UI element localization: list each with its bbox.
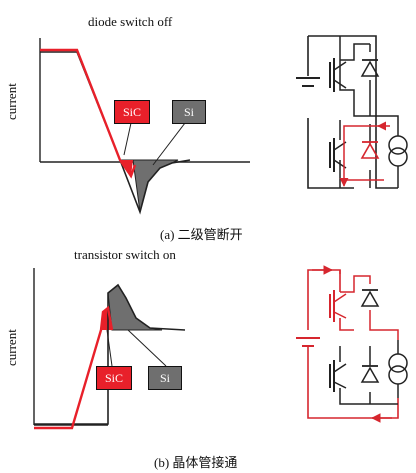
panel-a-current-source (388, 124, 408, 188)
panel-b-si-area (107, 284, 163, 331)
panel-b-current-source (388, 340, 408, 398)
panel-a-upper-leg-wiring (339, 36, 399, 124)
panel-a-upper-igbt (329, 58, 347, 92)
panel-b-caption: (b) 晶体管接通 (154, 455, 238, 470)
panel-b-waveform (33, 268, 186, 430)
panel-b-upper-igbt (329, 290, 347, 322)
panel-a-sic-curve (40, 48, 137, 179)
panel-a-circuit (296, 35, 408, 189)
panel-a-upper-diode (360, 59, 380, 77)
panel-b-upper-leg-wiring (339, 270, 399, 340)
panel-a-si-leader (152, 122, 186, 166)
panel-a-lower-leg-wiring (339, 120, 371, 188)
panel-b-sic-tag: SiC (96, 366, 132, 390)
panel-a-waveform (39, 38, 250, 215)
panel-b-si-curve (34, 283, 186, 425)
panel-b-circuit (296, 265, 408, 423)
panel-b-sic-curve (34, 305, 114, 430)
panel-b-lower-igbt (329, 360, 347, 392)
panel-a-caption: (a) 二级管断开 (160, 227, 243, 242)
panel-a-sic-leader (123, 122, 132, 156)
panel-b-y-axis-label: current (4, 329, 19, 366)
panel-a-current-path (344, 125, 384, 186)
panel-a-title: diode switch off (88, 14, 173, 29)
panel-a-si-curve (40, 51, 191, 215)
panel-a-bus-wiring (307, 35, 398, 189)
panel-b-upper-diode (360, 289, 380, 307)
panel-a-y-axis-label: current (4, 83, 19, 120)
panel-a-si-tag: Si (172, 100, 206, 124)
panel-b-lower-leg-wiring (339, 346, 398, 405)
panel-b-sic-leader (106, 329, 113, 367)
panel-b-si-leader (127, 329, 167, 367)
panel-b-title: transistor switch on (74, 247, 176, 262)
panel-a-lower-diode (360, 141, 380, 159)
panel-b-lower-diode (360, 365, 380, 383)
panel-a-sic-tag: SiC (114, 100, 150, 124)
panel-b-si-tag: Si (148, 366, 182, 390)
